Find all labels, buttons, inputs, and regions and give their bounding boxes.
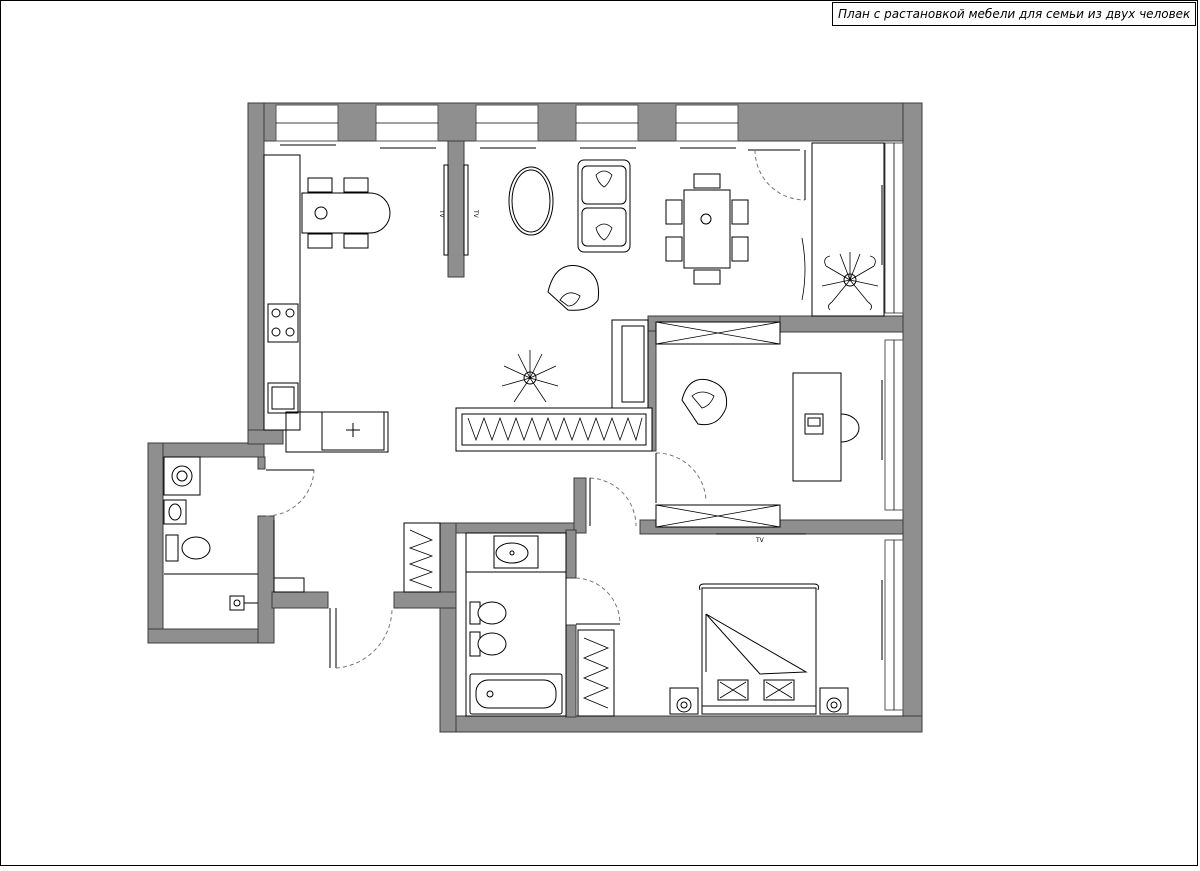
armchair-icon bbox=[681, 378, 728, 426]
toilet-icon bbox=[165, 534, 211, 562]
plan-title: План с растановкой мебели для семьи из д… bbox=[832, 2, 1197, 26]
stove-icon bbox=[271, 308, 295, 337]
windows bbox=[275, 104, 904, 711]
sink-icon bbox=[163, 499, 187, 525]
armchair-icon bbox=[547, 265, 600, 311]
kitchen-counter bbox=[263, 154, 389, 453]
laptop-icon bbox=[804, 413, 824, 435]
bedroom: TV bbox=[669, 533, 849, 715]
plant-icon bbox=[821, 252, 879, 311]
washing-machine-icon bbox=[346, 423, 360, 437]
radiator-icon bbox=[577, 629, 615, 717]
coffee-table bbox=[508, 166, 554, 236]
balcony bbox=[801, 142, 885, 317]
sink-icon bbox=[493, 535, 539, 569]
plant-icon bbox=[501, 350, 559, 403]
bidet-icon bbox=[469, 601, 507, 625]
wardrobe-bottom bbox=[655, 504, 781, 528]
walls bbox=[147, 102, 923, 733]
tv-label-bedroom: TV bbox=[755, 537, 765, 544]
wardrobe-top bbox=[655, 321, 781, 345]
desk bbox=[792, 372, 860, 482]
lamp-icon bbox=[819, 687, 849, 715]
tv-label-a: TV bbox=[438, 209, 445, 219]
balcony-door bbox=[754, 149, 806, 201]
hall-door bbox=[589, 477, 637, 527]
lamp-icon bbox=[669, 687, 699, 715]
dining-table-right bbox=[665, 173, 749, 285]
entrance-door bbox=[329, 607, 393, 669]
washing-machine-icon bbox=[171, 465, 193, 487]
sofa-icon bbox=[577, 159, 631, 253]
wc-fixtures bbox=[163, 456, 315, 611]
dining-table-left bbox=[301, 177, 391, 249]
shower-icon bbox=[229, 595, 258, 611]
tv-panel: TV TV bbox=[438, 164, 479, 256]
cabinet-door bbox=[655, 452, 707, 503]
radiator-icon bbox=[280, 144, 883, 660]
tv-label-b: TV bbox=[472, 209, 479, 219]
sofa-icon bbox=[611, 319, 649, 409]
toilet-icon bbox=[469, 631, 507, 657]
bed-icon bbox=[699, 583, 819, 715]
bathtub-icon bbox=[469, 673, 563, 715]
sink-icon bbox=[267, 382, 299, 414]
bathroom-fixtures bbox=[465, 532, 621, 717]
radiator-icon bbox=[455, 407, 653, 452]
radiator-icon bbox=[403, 522, 441, 593]
